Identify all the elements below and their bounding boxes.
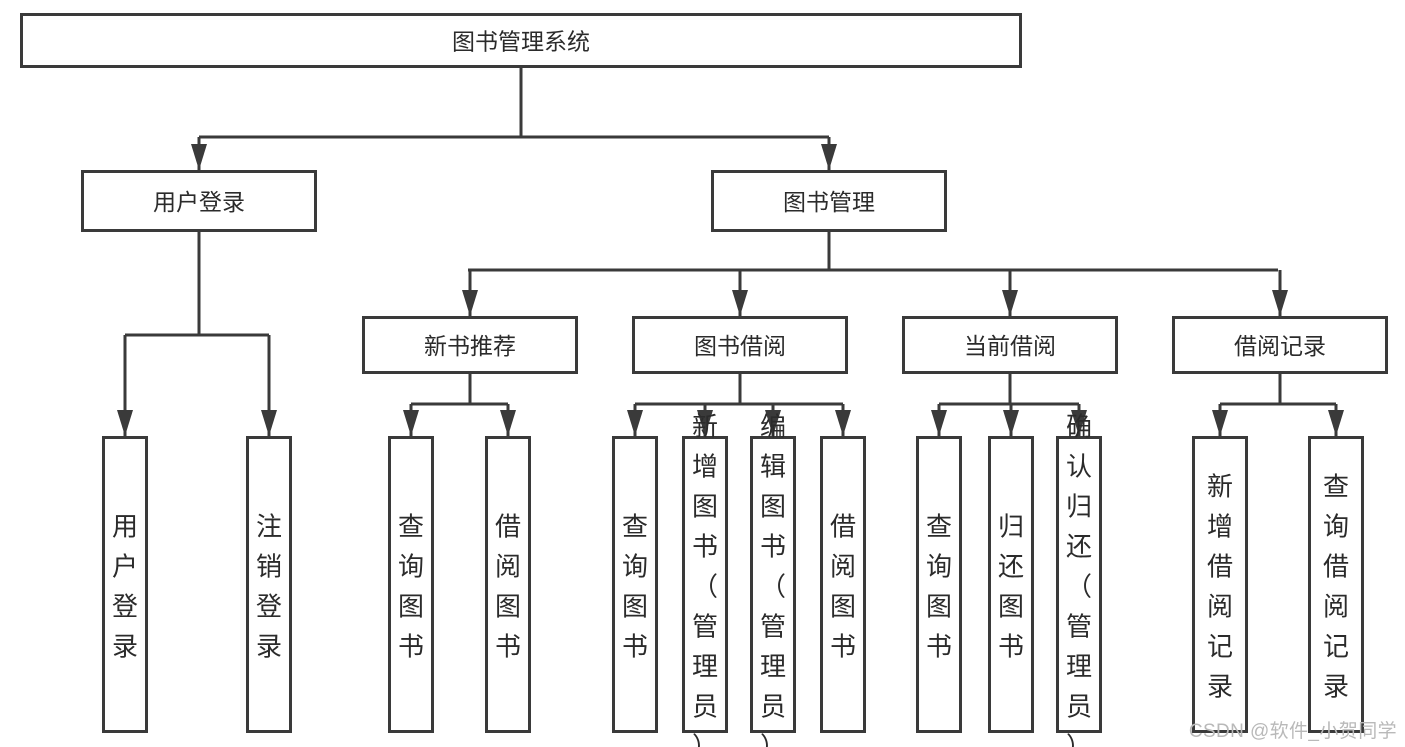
node-box[interactable] — [1192, 436, 1248, 733]
connector-conn-root-to-level2 — [191, 68, 837, 170]
arrow-head-icon — [261, 410, 277, 436]
connector-conn-borrowrecord-to-leaves — [1212, 374, 1344, 436]
node-label: 图书管理 — [783, 189, 875, 215]
node-label: 查询图书 — [926, 512, 952, 662]
arrow-head-icon — [627, 410, 643, 436]
node-label: 图书借阅 — [694, 333, 786, 359]
node-book-manage[interactable]: 图书管理 — [711, 170, 947, 232]
arrow-head-icon — [191, 144, 207, 170]
node-leaf-query-book-bor[interactable]: 查询图书 — [612, 436, 658, 733]
node-box[interactable] — [750, 436, 796, 733]
arrow-head-icon — [117, 410, 133, 436]
node-leaf-return-book[interactable]: 归还图书 — [988, 436, 1034, 733]
node-leaf-edit-book-admin[interactable]: 编辑图书（管理员） — [750, 412, 796, 747]
connector-conn-newbookrec-to-leaves — [403, 374, 516, 436]
node-current-borrow[interactable]: 当前借阅 — [902, 316, 1118, 374]
arrow-head-icon — [835, 410, 851, 436]
node-label: 借阅记录 — [1234, 333, 1326, 359]
node-label: 当前借阅 — [964, 333, 1056, 359]
arrow-head-icon — [1003, 410, 1019, 436]
node-leaf-confirm-return-admin[interactable]: 确认归还（管理员） — [1056, 412, 1102, 747]
node-label: 新增借阅记录 — [1207, 472, 1233, 702]
node-label: 查询借阅记录 — [1323, 472, 1349, 702]
node-label: 借阅图书 — [830, 512, 856, 662]
node-box[interactable] — [362, 316, 578, 374]
node-leaf-logout[interactable]: 注销登录 — [246, 436, 292, 733]
node-layer: 图书管理系统用户登录图书管理新书推荐图书借阅当前借阅借阅记录用户登录注销登录查询… — [20, 13, 1388, 747]
connector-conn-bookmanage-to-level3 — [462, 232, 1288, 316]
arrow-head-icon — [765, 410, 781, 436]
node-box[interactable] — [612, 436, 658, 733]
node-box[interactable] — [1308, 436, 1364, 733]
arrow-head-icon — [1212, 410, 1228, 436]
node-leaf-borrow-book-rec[interactable]: 借阅图书 — [485, 436, 531, 733]
node-box[interactable] — [81, 170, 317, 232]
node-box[interactable] — [632, 316, 848, 374]
arrow-head-icon — [462, 290, 478, 316]
arrow-head-icon — [1002, 290, 1018, 316]
node-box[interactable] — [20, 13, 1022, 68]
node-box[interactable] — [246, 436, 292, 733]
arrow-head-icon — [403, 410, 419, 436]
node-label: 新增图书（管理员） — [692, 412, 718, 747]
node-leaf-user-login[interactable]: 用户登录 — [102, 436, 148, 733]
node-label: 用户登录 — [112, 512, 138, 662]
connector-conn-userlogin-to-leaves — [117, 232, 277, 436]
arrow-head-icon — [931, 410, 947, 436]
connector-conn-currentborrow-to-leaves — [931, 374, 1087, 436]
node-label: 编辑图书（管理员） — [760, 412, 786, 747]
node-box[interactable] — [485, 436, 531, 733]
node-leaf-add-book-admin[interactable]: 新增图书（管理员） — [682, 412, 728, 747]
arrow-head-icon — [500, 410, 516, 436]
node-book-borrow[interactable]: 图书借阅 — [632, 316, 848, 374]
arrow-head-icon — [821, 144, 837, 170]
node-label: 查询图书 — [398, 512, 424, 662]
node-box[interactable] — [988, 436, 1034, 733]
arrow-head-icon — [697, 410, 713, 436]
node-new-book-rec[interactable]: 新书推荐 — [362, 316, 578, 374]
connector-conn-bookborrow-to-leaves — [627, 374, 851, 436]
node-box[interactable] — [916, 436, 962, 733]
connector-layer — [117, 68, 1344, 436]
node-leaf-add-borrow-record[interactable]: 新增借阅记录 — [1192, 436, 1248, 733]
node-box[interactable] — [902, 316, 1118, 374]
node-leaf-query-book-rec[interactable]: 查询图书 — [388, 436, 434, 733]
arrow-head-icon — [1272, 290, 1288, 316]
node-borrow-record[interactable]: 借阅记录 — [1172, 316, 1388, 374]
node-leaf-query-borrow-record[interactable]: 查询借阅记录 — [1308, 436, 1364, 733]
node-label: 查询图书 — [622, 512, 648, 662]
node-box[interactable] — [711, 170, 947, 232]
node-label: 确认归还（管理员） — [1066, 412, 1092, 747]
node-label: 归还图书 — [998, 512, 1024, 662]
node-leaf-borrow-book-bor[interactable]: 借阅图书 — [820, 436, 866, 733]
node-box[interactable] — [682, 436, 728, 733]
node-user-login[interactable]: 用户登录 — [81, 170, 317, 232]
arrow-head-icon — [732, 290, 748, 316]
node-label: 新书推荐 — [424, 333, 516, 359]
node-box[interactable] — [1056, 436, 1102, 733]
node-box[interactable] — [820, 436, 866, 733]
node-label: 用户登录 — [153, 189, 245, 215]
arrow-head-icon — [1071, 410, 1087, 436]
node-box[interactable] — [1172, 316, 1388, 374]
node-label: 图书管理系统 — [452, 29, 590, 55]
node-box[interactable] — [102, 436, 148, 733]
node-label: 借阅图书 — [495, 512, 521, 662]
node-leaf-query-book-cur[interactable]: 查询图书 — [916, 436, 962, 733]
node-root[interactable]: 图书管理系统 — [20, 13, 1022, 68]
node-box[interactable] — [388, 436, 434, 733]
arrow-head-icon — [1328, 410, 1344, 436]
csdn-watermark: CSDN @软件_小贺同学 — [1188, 721, 1397, 742]
node-label: 注销登录 — [256, 512, 282, 662]
